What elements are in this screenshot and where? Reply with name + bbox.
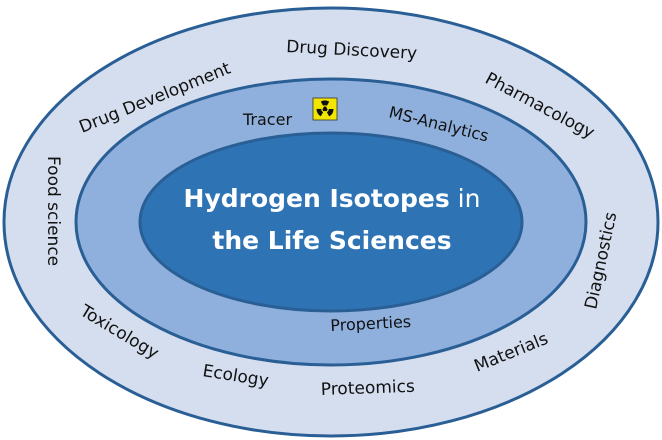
- center-title-line2: the Life Sciences: [212, 226, 451, 255]
- inner-core: [138, 131, 524, 313]
- outer-label-food-science: Food science: [43, 156, 63, 266]
- center-title-line1: Hydrogen Isotopes in: [184, 184, 481, 213]
- middle-label-properties: Properties: [330, 312, 412, 335]
- middle-label-tracer: Tracer: [242, 110, 292, 129]
- outer-label-proteomics: Proteomics: [320, 377, 415, 400]
- radiation-icon: [312, 97, 338, 121]
